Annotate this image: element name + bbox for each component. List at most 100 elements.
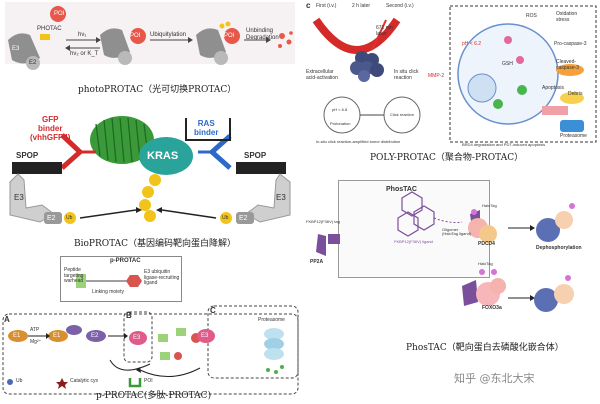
photac-label: PHOTAC <box>37 26 62 32</box>
ub-legend-dot <box>7 379 13 385</box>
left-e3-ligase <box>9 162 76 224</box>
pprotac-diagram <box>2 274 299 395</box>
peptide-label: Peptide targeting warhead <box>64 267 84 284</box>
fkbp-ligand-label: FKBP12(F36V) ligand <box>394 239 433 244</box>
insitu-label: In situ click reaction <box>394 69 419 81</box>
ub-legend-label: Ub <box>16 378 23 384</box>
e2-label: E2 <box>91 333 99 339</box>
poi-legend-shape <box>128 378 142 388</box>
second-label: Second (i.v.) <box>386 3 414 9</box>
e3-complex-2 <box>100 28 132 65</box>
e3-ligand-label: E3 ubiquitin ligase-recruiting ligand <box>144 269 180 286</box>
e3-label-b: E3 <box>133 335 141 341</box>
linking-label: Linking moiety <box>92 289 124 295</box>
peptide-block <box>76 274 86 288</box>
foxo3a-protein <box>462 269 506 306</box>
e1-ellipse-1 <box>8 330 28 342</box>
phostac-box <box>338 180 490 278</box>
hv2-label: hν₂ or K_T <box>70 51 99 57</box>
e3-complex-1 <box>8 33 40 70</box>
polyprotac-panel: c First (i.v.) 2 h later Second (i.v.) 6… <box>302 0 600 170</box>
first-label: First (i.v.) <box>316 3 337 9</box>
kras-oval <box>139 137 193 175</box>
poi-legend-label: POI <box>144 378 153 384</box>
product-top <box>536 203 575 242</box>
ros-label: ROS <box>526 13 537 19</box>
phostac-title: PhosTAC <box>386 186 417 193</box>
click-label: Click reaction <box>390 112 415 117</box>
laser-beam <box>371 19 387 51</box>
bioprotac-caption: BioPROTAC（基因编码靶向蛋白降解） <box>74 239 237 249</box>
bottom-left-label: In-situ click reaction-amplified tumor d… <box>316 139 401 144</box>
e3-label: E3 <box>12 46 20 52</box>
proteasome-icon <box>264 328 284 360</box>
poi-circle-1 <box>50 6 66 22</box>
label-c: C <box>210 306 216 315</box>
proteasome-label-poly: Proteasome <box>560 133 587 139</box>
phostac-molecule <box>397 191 463 237</box>
pp2a-shape <box>316 234 326 256</box>
catalytic-cys-star <box>56 378 68 389</box>
fkbp-tag-square <box>328 234 340 244</box>
mg-label: Mg²⁺ <box>30 339 42 345</box>
kras-label: KRAS <box>147 150 179 162</box>
e2-ellipse-1 <box>66 325 82 335</box>
laser-label: 671 nm laser <box>376 25 393 37</box>
degraded-fragments <box>278 31 293 48</box>
oxidation-label: Oxidation stress <box>556 11 578 23</box>
e1-label-2: E1 <box>53 333 61 339</box>
pdcd4-label: PDCD4 <box>478 241 495 247</box>
oligo-label: Oligomer (HaloTag ligand) <box>442 227 472 237</box>
halotag-label-1: HaloTag <box>482 203 497 208</box>
e2-ellipse-2 <box>86 330 106 342</box>
protonation-label: Protonation <box>330 121 351 126</box>
bioprotac-panel: GFP binder (vhhGFP4) RAS binder KRAS SPO… <box>0 110 300 250</box>
fkbp-tag-label: FKBP12(F36V) tag <box>306 219 340 224</box>
e3-b <box>129 331 147 345</box>
polyprotac-caption: POLY-PROTAC（聚合物-PROTAC） <box>370 153 524 163</box>
pprotac-title: p-PROTAC <box>110 258 141 264</box>
label-a: A <box>4 315 10 324</box>
gfp-barrel <box>90 116 154 164</box>
halotag-label-2: HaloTag <box>478 261 493 266</box>
extracellular-label: Extracellular acid-activation <box>306 69 338 81</box>
phostac-panel: PhosTAC FKBP12(F36V) tag FKBP12(F36V) li… <box>302 176 600 404</box>
hv1-label: hν₁ <box>78 32 87 38</box>
ub-label-right: Ub <box>222 215 229 221</box>
photoprotac-panel: POI POI POI PHOTAC hν₁ hν₂ or K_T E3 E2 … <box>0 0 300 105</box>
label-b: B <box>126 311 132 320</box>
ph1-label: pH < 6.8 <box>332 107 348 112</box>
photoprotac-diagram <box>8 6 293 70</box>
apoptosis-label: Apoptosis <box>542 85 564 91</box>
ub-label-left: Ub <box>66 215 73 221</box>
unbinding-degradation-label: Unbinding Degradation <box>246 28 279 41</box>
spop-left-label: SPOP <box>16 151 39 160</box>
right-e3-ligase <box>220 162 291 224</box>
photoprotac-caption: photoPROTAC（光可切换PROTAC） <box>78 85 237 95</box>
e1-label-1: E1 <box>13 333 21 339</box>
cys-legend-label: Catalytic cys <box>70 378 99 384</box>
pprotac-panel: p-PROTAC Peptide targeting warhead E3 ub… <box>0 252 300 402</box>
left-transfer-arrow <box>79 209 137 219</box>
foxo3a-label: FOXO3a <box>482 305 502 311</box>
bottom-right-label: BRD4 degradation and PDT-induced apoptos… <box>462 142 546 147</box>
e3-c <box>197 329 215 343</box>
nucleus <box>467 73 497 103</box>
e2-left-label: E2 <box>47 215 56 222</box>
e1-ellipse-2 <box>48 330 68 342</box>
ub-chain <box>139 174 161 222</box>
gfp-binder-label: GFP binder (vhhGFP4) <box>30 115 71 142</box>
photac-linker-1 <box>40 34 50 40</box>
debris-label: Debris <box>568 91 583 97</box>
later-label: 2 h later <box>352 3 371 9</box>
e3-complex-3 <box>196 28 228 65</box>
pdcd4-protein <box>468 209 497 243</box>
e3-left-label: E3 <box>14 193 24 202</box>
ras-binder-label: RAS binder <box>194 119 219 137</box>
phostac-caption: PhosTAC（靶向蛋白去磷酸化嵌合体） <box>406 343 564 353</box>
watermark: 知乎 @东北大宋 <box>454 372 535 385</box>
dephos-label: Dephosphorylation <box>536 245 582 251</box>
poi-circle-2 <box>130 28 146 44</box>
ph2-label: pH < 6.2 <box>462 41 482 47</box>
vessel-curve <box>312 17 401 54</box>
